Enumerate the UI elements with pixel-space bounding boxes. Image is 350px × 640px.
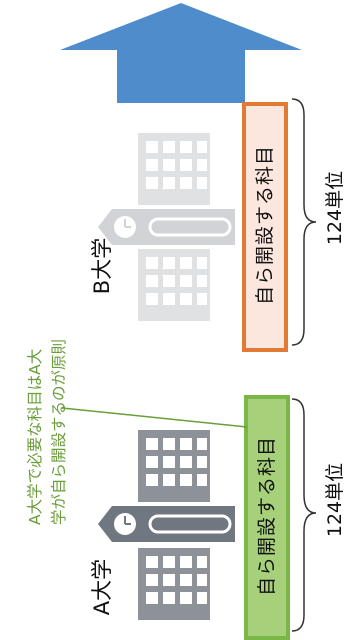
university-a-credit-bracket (291, 398, 317, 632)
university-b-credit-bracket (291, 98, 317, 346)
university-b-subject-box (242, 102, 288, 352)
building-b-icon (98, 133, 235, 321)
upward-arrow-shape (60, 3, 302, 103)
building-a-icon (98, 430, 235, 620)
upward-arrow (60, 3, 302, 103)
university-a-subject-box (244, 395, 290, 640)
